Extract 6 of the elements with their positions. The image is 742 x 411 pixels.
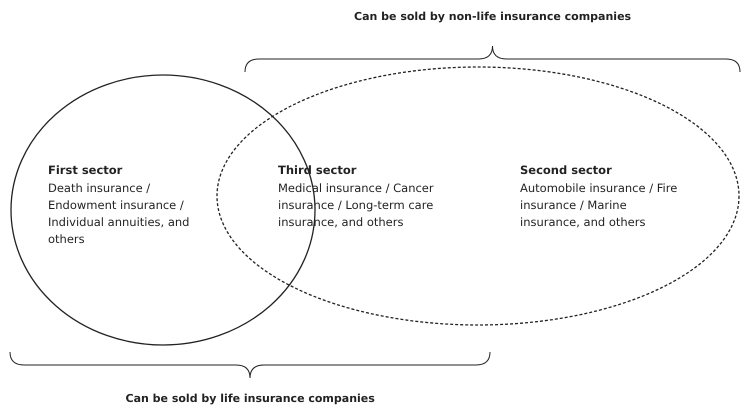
sector-description: Automobile insurance / Fire insurance / Marine insurance, and others [520, 180, 678, 231]
sector-heading: Second sector [520, 163, 613, 177]
brace-label: Can be sold by non-life insurance companies [354, 10, 632, 23]
sector-heading: First sector [48, 163, 124, 177]
brace-label: Can be sold by life insurance companies [126, 392, 375, 405]
sector-description: Death insurance / Endowment insurance / Individual annuities, and others [48, 180, 190, 248]
